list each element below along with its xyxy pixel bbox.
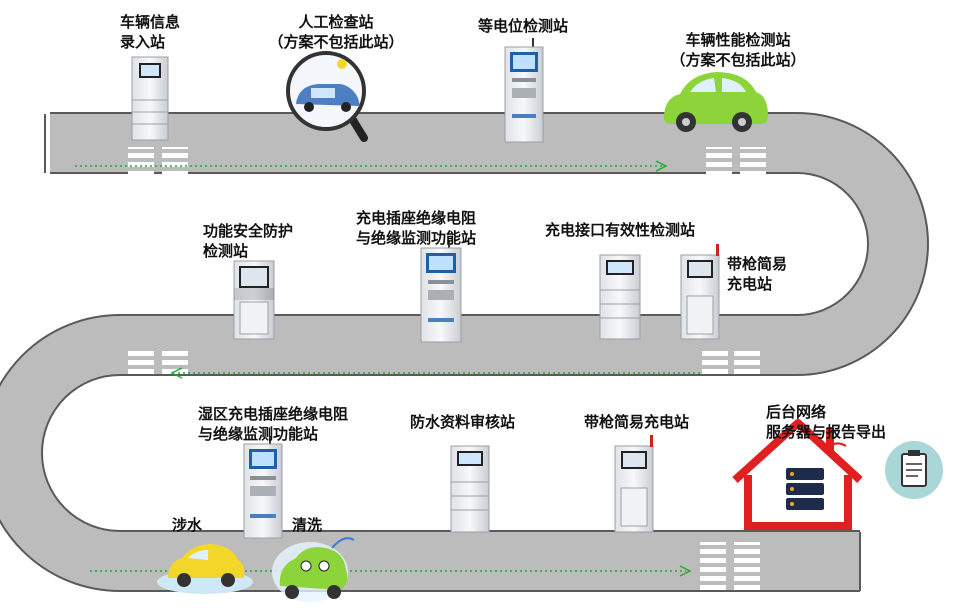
- label-waterproof-review: 防水资料审核站: [410, 413, 516, 431]
- label-manual-check-line2: （方案不包括此站）: [268, 33, 404, 51]
- label-interface-validity: 充电接口有效性检测站: [545, 221, 696, 239]
- label-performance: 车辆性能检测站 （方案不包括此站）: [664, 30, 812, 70]
- label-performance-line2: （方案不包括此站）: [670, 51, 806, 69]
- station-socket-insulation: [420, 240, 462, 343]
- green-car-icon: [664, 72, 768, 132]
- label-vehicle-info: 车辆信息 录入站: [120, 12, 180, 52]
- label-socket-insulation-line2: 与绝缘监测功能站: [356, 229, 477, 247]
- label-gun-charge-line2: 充电站: [727, 275, 773, 293]
- station-function-safety: [233, 260, 275, 340]
- label-manual-check-line1: 人工检查站: [298, 13, 374, 31]
- station-gun-charge-right: [680, 244, 720, 340]
- label-gun-charge: 带枪简易 充电站: [727, 254, 787, 294]
- label-performance-line1: 车辆性能检测站: [685, 31, 791, 49]
- cartoon-car-washing-icon: [272, 537, 355, 602]
- station-wet-insulation: [243, 436, 283, 539]
- station-waterproof-review: [450, 445, 490, 533]
- station-vehicle-info: [131, 56, 169, 141]
- zebra-crossings: [128, 147, 766, 592]
- label-function-safety: 功能安全防护 检测站: [203, 221, 293, 261]
- label-function-safety-line1: 功能安全防护: [203, 222, 294, 240]
- station-interface-validity: [599, 254, 641, 340]
- magnifier-car-icon: [286, 51, 368, 142]
- label-wading: 涉水: [172, 516, 203, 534]
- report-document-icon: [885, 441, 943, 499]
- label-manual-check: 人工检查站 （方案不包括此站）: [262, 12, 410, 52]
- label-wet-insulation-line2: 与绝缘监测功能站: [198, 425, 319, 443]
- server-house-icon: [732, 419, 863, 530]
- label-socket-insulation: 充电插座绝缘电阻 与绝缘监测功能站: [356, 208, 476, 248]
- label-backend-line2: 服务器与报告导出: [766, 423, 887, 441]
- label-backend: 后台网络 服务器与报告导出: [766, 402, 886, 442]
- station-equipotential: [504, 38, 544, 143]
- station-gun-charge-simple: [614, 435, 654, 533]
- label-gun-charge-simple: 带枪简易充电站: [584, 413, 690, 431]
- label-backend-line1: 后台网络: [766, 403, 827, 421]
- label-vehicle-info-line1: 车辆信息: [120, 13, 181, 31]
- label-equipotential: 等电位检测站: [478, 17, 569, 35]
- label-washing: 清洗: [292, 516, 323, 534]
- label-function-safety-line2: 检测站: [203, 242, 249, 260]
- flow-arrows: [75, 160, 700, 577]
- road: [0, 104, 929, 604]
- label-socket-insulation-line1: 充电插座绝缘电阻: [356, 209, 477, 227]
- yellow-car-wading-icon: [157, 544, 253, 594]
- label-vehicle-info-line2: 录入站: [120, 33, 166, 51]
- label-gun-charge-line1: 带枪简易: [727, 255, 788, 273]
- label-wet-insulation-line1: 湿区充电插座绝缘电阻: [198, 405, 349, 423]
- label-wet-insulation: 湿区充电插座绝缘电阻 与绝缘监测功能站: [198, 404, 348, 444]
